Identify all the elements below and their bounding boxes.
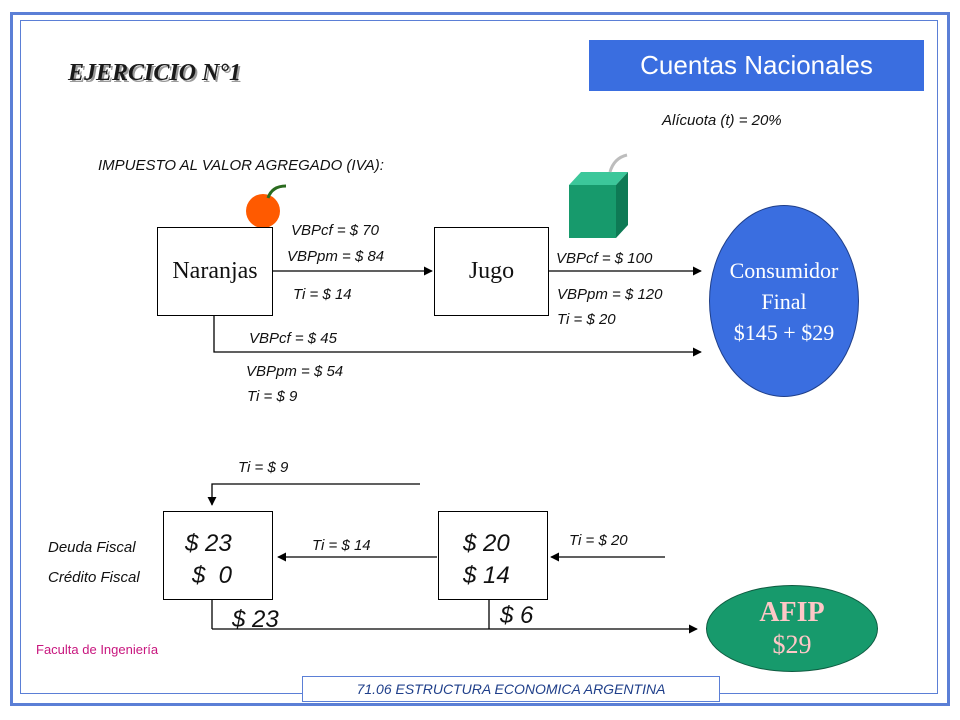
left-credit-value: $ 0 xyxy=(192,562,233,589)
outer-frame xyxy=(10,12,950,706)
consumidor-line1: Consumidor xyxy=(729,257,839,283)
right-credit-value: $ 14 xyxy=(463,562,510,589)
consumidor-line2: Final xyxy=(761,288,807,314)
jugo-label: Jugo xyxy=(468,258,515,284)
left-debt-value: $ 23 xyxy=(185,530,232,557)
afip-node: AFIP $29 xyxy=(706,585,878,672)
faculty-label: Faculta de Ingeniería xyxy=(36,642,159,657)
section-subtitle: IMPUESTO AL VALOR AGREGADO (IVA): xyxy=(98,157,384,174)
arrow-ti-left-in xyxy=(207,483,420,506)
ti-left-in-label: Ti = $ 9 xyxy=(238,459,289,476)
tax-rate-label: Alícuota (t) = 20% xyxy=(662,112,782,129)
jugo-cf-vbppm: VBPpm = $ 120 xyxy=(557,286,663,303)
course-footer: 71.06 ESTRUCTURA ECONOMICA ARGENTINA xyxy=(302,676,720,702)
right-payment-value: $ 6 xyxy=(500,602,534,629)
left-payment-value: $ 23 xyxy=(232,606,279,633)
afip-title: AFIP xyxy=(759,596,825,628)
jugo-cf-ti: Ti = $ 20 xyxy=(557,311,616,328)
afip-amount: $29 xyxy=(772,629,812,659)
naranjas-cf-ti: Ti = $ 9 xyxy=(247,388,298,405)
consumidor-final-node: Consumidor Final $145 + $29 xyxy=(709,205,859,397)
naranjas-jugo-vbpcf: VBPcf = $ 70 xyxy=(291,222,379,239)
ti-between-label: Ti = $ 14 xyxy=(312,537,371,554)
deuda-fiscal-label: Deuda Fiscal xyxy=(48,539,136,556)
naranjas-jugo-vbppm: VBPpm = $ 84 xyxy=(287,248,385,265)
naranjas-label: Naranjas xyxy=(172,258,258,284)
right-debt-value: $ 20 xyxy=(463,530,510,557)
exercise-title: EJERCICIO N°1 xyxy=(68,60,241,86)
arrow-naranjas-consumidor xyxy=(213,316,702,357)
naranjas-cf-vbpcf: VBPcf = $ 45 xyxy=(249,330,337,347)
credito-fiscal-label: Crédito Fiscal xyxy=(48,569,140,586)
naranjas-cf-vbppm: VBPpm = $ 54 xyxy=(246,363,344,380)
slide-title: Cuentas Nacionales xyxy=(589,40,924,91)
ti-right-in-label: Ti = $ 20 xyxy=(569,532,628,549)
jugo-cf-vbpcf: VBPcf = $ 100 xyxy=(556,250,653,267)
course-label: 71.06 ESTRUCTURA ECONOMICA ARGENTINA xyxy=(356,681,666,697)
naranjas-box: Naranjas xyxy=(157,227,273,316)
jugo-fiscal-box xyxy=(438,511,548,600)
naranjas-jugo-ti: Ti = $ 14 xyxy=(293,286,352,303)
consumidor-amount: $145 + $29 xyxy=(733,319,835,345)
naranjas-fiscal-box xyxy=(163,511,273,600)
jugo-box: Jugo xyxy=(434,227,549,316)
